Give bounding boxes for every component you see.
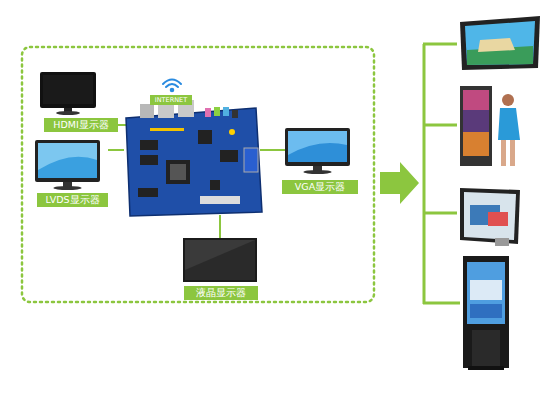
ad-kiosk (460, 86, 520, 166)
display-label: LVDS显示器 (37, 193, 108, 207)
standing-kiosk (463, 256, 509, 370)
lvds-monitor (35, 140, 100, 190)
output-arrow (380, 162, 419, 204)
node-text: VGA显示器 (295, 182, 345, 192)
node-text: INTERNET (155, 97, 187, 104)
display-label: HDMI显示器 (44, 118, 118, 132)
wall-display (460, 188, 520, 246)
product-bracket (423, 44, 460, 304)
wifi-icon (163, 80, 181, 92)
node-text: 液晶显示器 (196, 288, 246, 298)
connection-lines (108, 104, 285, 238)
node-text: LVDS显示器 (45, 195, 99, 205)
tablet-display (460, 16, 540, 70)
display-label: VGA显示器 (282, 180, 358, 194)
display-label: 液晶显示器 (184, 286, 258, 300)
node-text: HDMI显示器 (53, 120, 108, 130)
embedded-board (126, 100, 262, 216)
hdmi-monitor (40, 72, 96, 115)
lcd-panel (183, 238, 257, 282)
vga-monitor (285, 128, 350, 174)
system-boundary (22, 47, 374, 302)
network-label: INTERNET (150, 95, 192, 105)
